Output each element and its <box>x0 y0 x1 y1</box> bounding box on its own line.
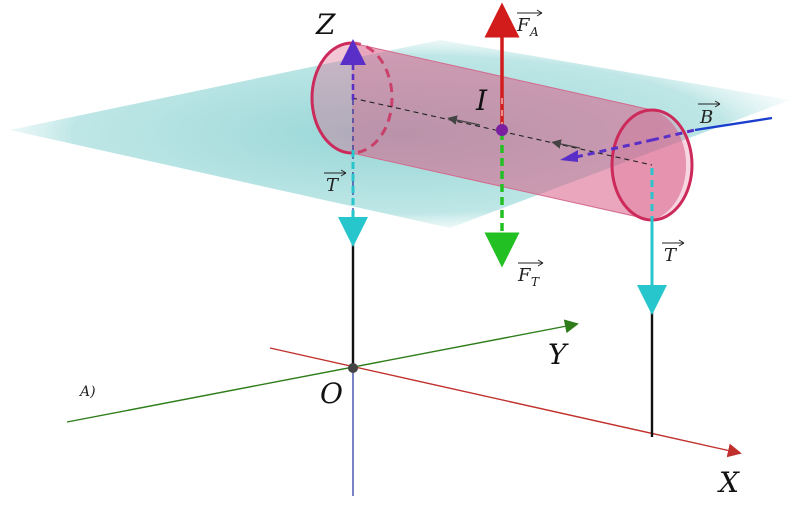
label-center-i: I <box>475 84 488 117</box>
vector-arrowhead-icon <box>678 239 685 247</box>
label-force-t: F T <box>517 259 544 289</box>
label-y: Y <box>548 338 569 371</box>
vector-arrowhead-icon <box>714 100 721 108</box>
cylinder-body <box>352 43 687 220</box>
current-arrow-right <box>551 139 581 149</box>
axis-y-line <box>66 319 579 423</box>
svg-text:T: T <box>531 275 540 289</box>
label-tension-right: T <box>662 239 685 266</box>
label-force-a: F A <box>516 9 543 39</box>
svg-text:F: F <box>516 15 531 36</box>
center-point-i <box>496 124 508 136</box>
vector-arrowhead-icon <box>536 9 543 17</box>
field-b-vector <box>694 116 773 132</box>
field-b-arrowhead-inner <box>560 150 578 162</box>
label-origin: O <box>320 377 343 410</box>
cylinder-left-end-front <box>310 41 353 155</box>
cylinder-left-end-back <box>351 41 394 155</box>
axis-x-line <box>269 347 742 458</box>
vector-arrowhead-icon <box>340 169 347 177</box>
label-z: Z <box>315 8 336 41</box>
label-panel-tag: A) <box>78 384 96 400</box>
label-field-b: B <box>698 100 721 128</box>
vector-arrowhead-icon <box>537 259 544 267</box>
field-b-dashed-outer <box>651 128 696 142</box>
label-tension-left: T <box>324 169 347 196</box>
origin-point <box>348 363 358 373</box>
svg-text:T: T <box>664 245 678 266</box>
field-b-dashed-inner <box>575 138 653 159</box>
svg-text:B: B <box>699 107 713 128</box>
label-x: X <box>717 466 740 499</box>
current-arrow-left <box>447 115 481 126</box>
svg-text:A: A <box>529 25 539 39</box>
svg-text:F: F <box>517 265 532 286</box>
svg-text:T: T <box>326 175 340 196</box>
